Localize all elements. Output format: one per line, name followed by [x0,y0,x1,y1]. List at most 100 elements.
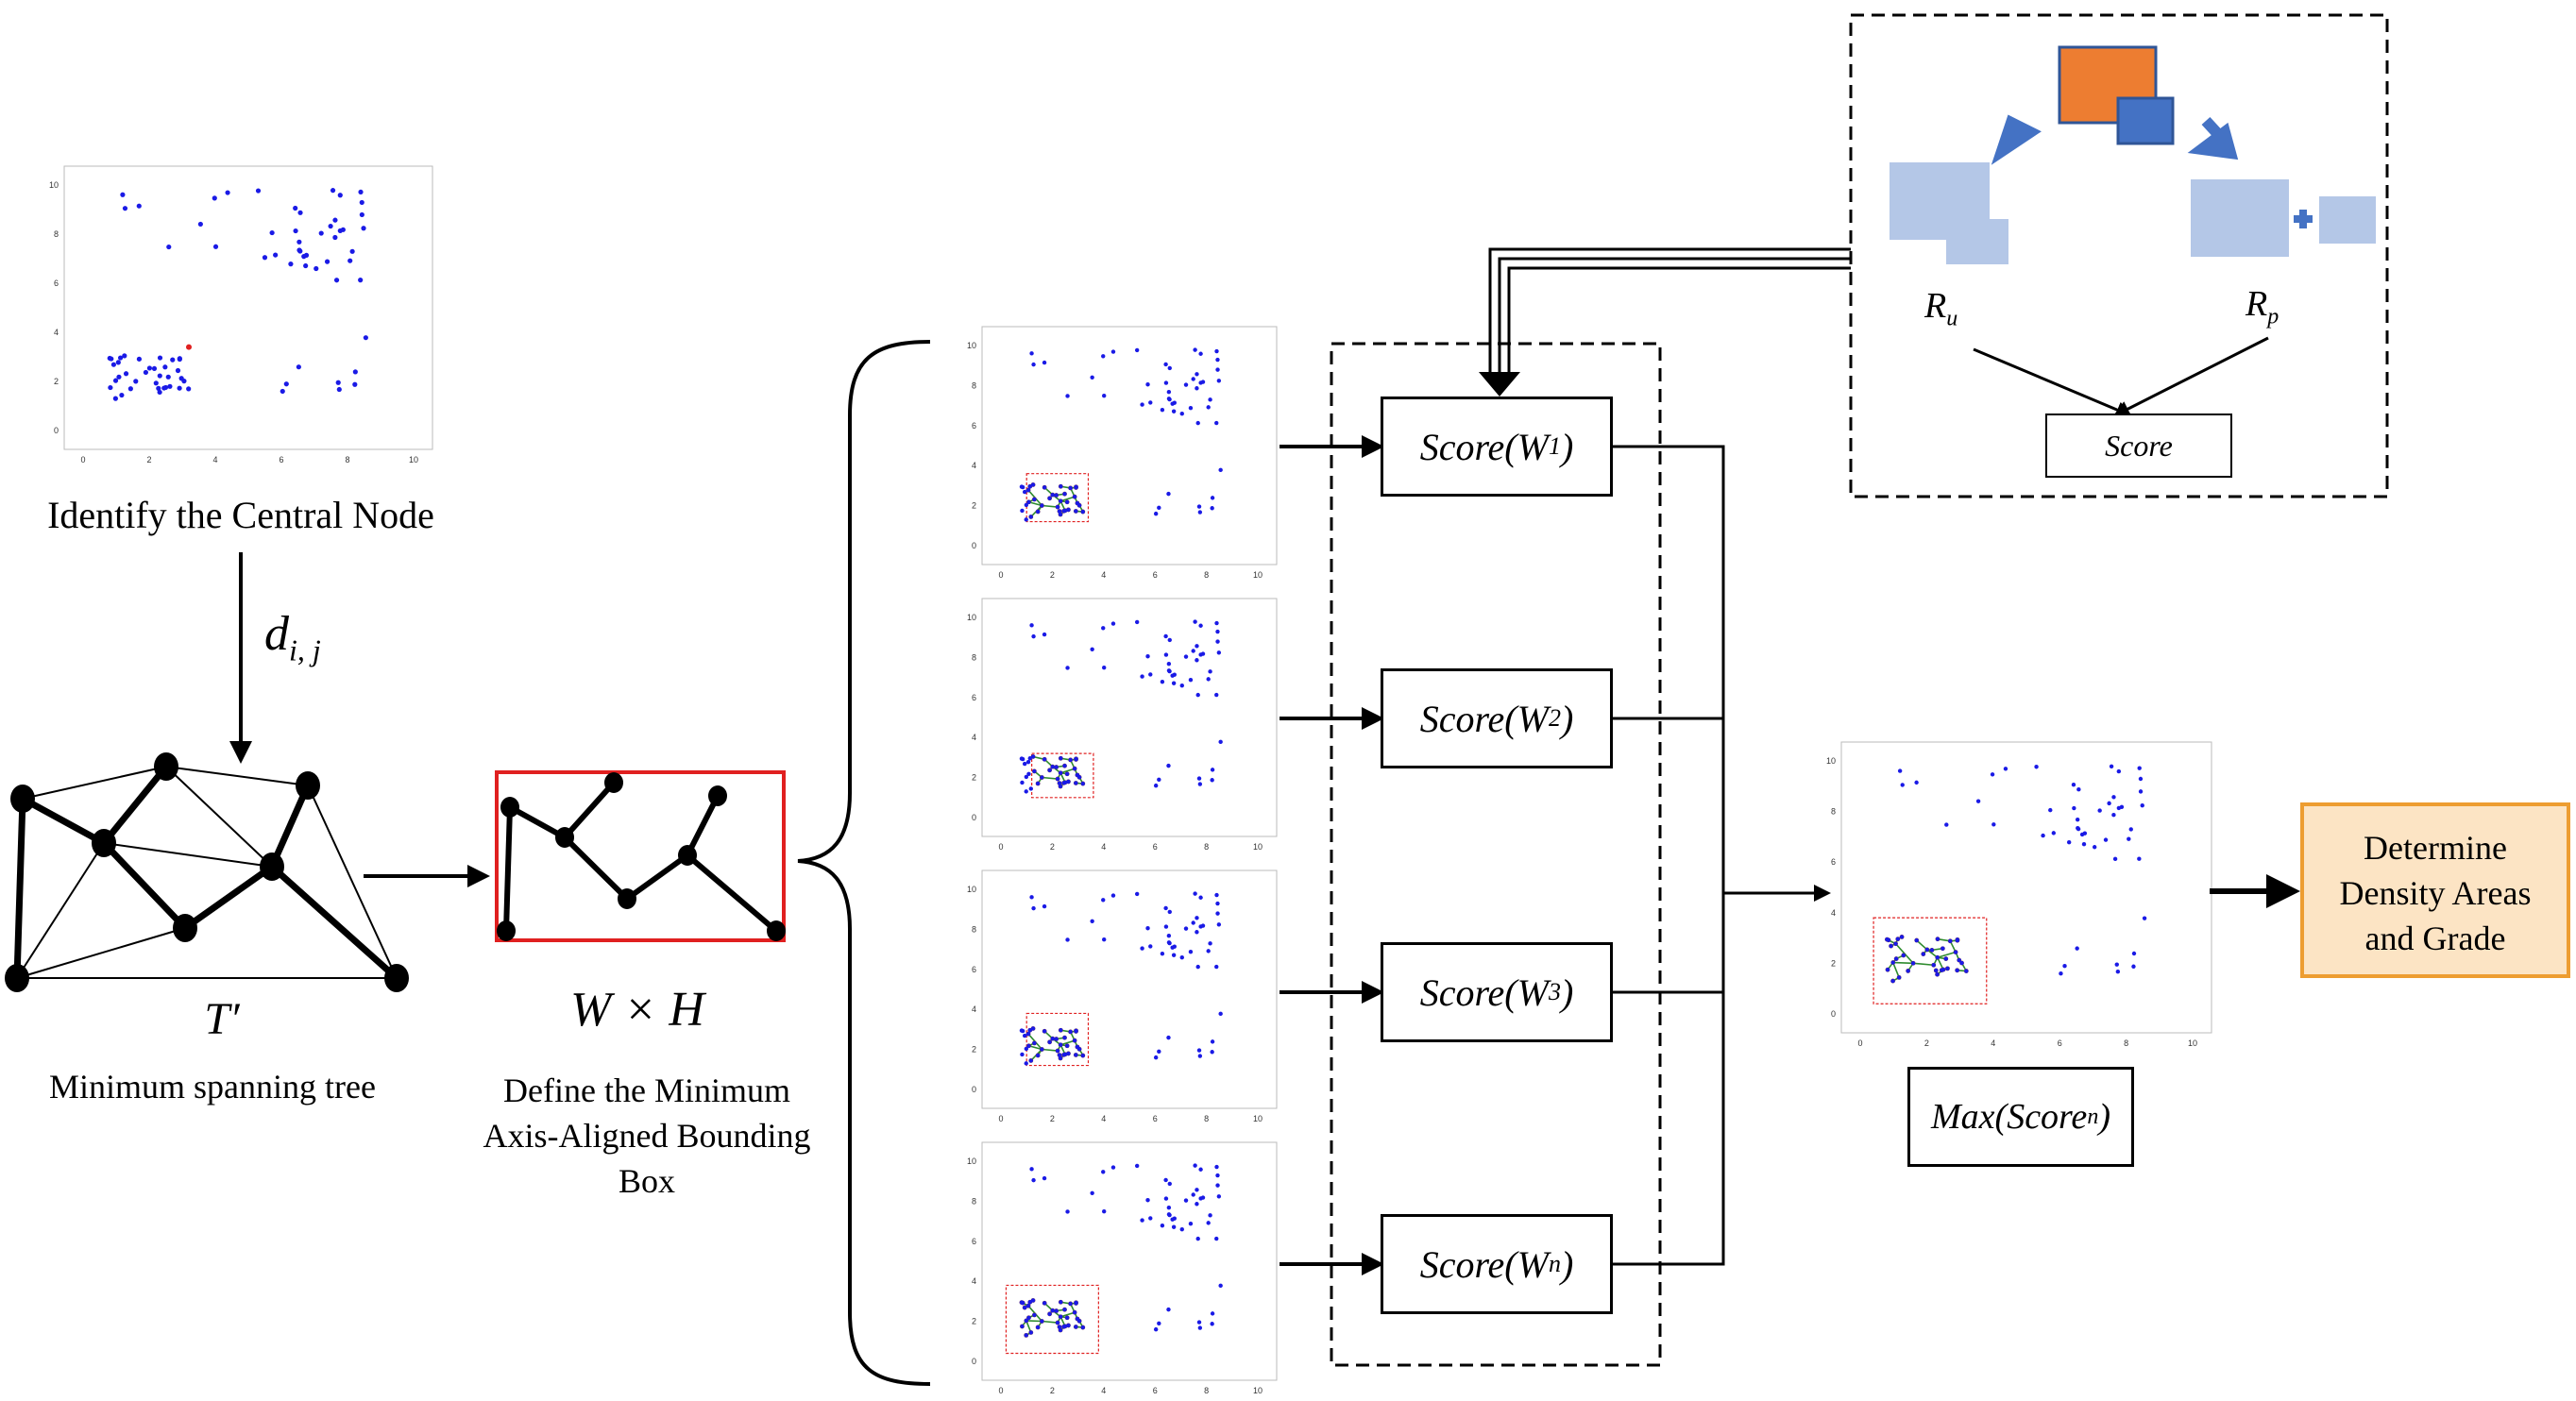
data-point [1210,1322,1214,1326]
data-point [1068,1301,1073,1307]
data-point [1214,1236,1219,1241]
data-point [1054,1037,1059,1041]
data-point [1160,1223,1165,1228]
x-tick-label: 6 [2058,1038,2062,1048]
y-tick-label: 4 [972,733,976,742]
data-point [1193,347,1197,352]
window-box [1025,473,1090,523]
data-point [273,252,279,258]
tree-node [497,920,516,941]
data-point [1057,509,1062,514]
tree-edge [1916,939,1928,951]
graph-edge [165,766,309,786]
data-point [358,278,364,283]
data-point [143,369,148,376]
data-point [1200,651,1206,656]
data-point [1955,968,1959,973]
data-point [1042,1301,1047,1306]
data-point [332,234,338,241]
plot-frame [981,869,1278,1109]
x-tick-label: 0 [998,1386,1003,1395]
y-tick-label: 10 [49,180,59,190]
data-point [1032,1040,1037,1046]
data-point [133,379,139,384]
data-point [1026,771,1031,776]
data-point [1068,485,1073,491]
data-point [1921,952,1925,956]
data-point [1216,922,1222,927]
data-point [1934,968,1939,973]
y-tick-label: 4 [1831,908,1836,918]
data-point [136,356,143,362]
data-point [1050,764,1055,769]
score-merge-lines [1613,445,1725,1266]
data-point [212,244,219,249]
plus-icon [2294,210,2313,228]
data-point [156,385,161,391]
data-point [1020,1324,1025,1329]
identify-central-node-label: Identify the Central Node [47,494,434,536]
y-tick-label: 0 [972,541,976,550]
data-point [2112,856,2118,862]
x-tick-label: 4 [1101,1386,1106,1395]
data-point [1140,946,1144,951]
graph-edge [165,766,273,868]
data-point [1061,1325,1066,1329]
data-point [340,227,346,232]
data-point [1040,775,1044,780]
data-point [1171,1224,1177,1229]
x-tick-label: 0 [998,842,1003,852]
data-point [165,374,171,380]
ru-to-score-line [1973,347,2133,418]
data-point [122,353,127,359]
y-tick-label: 6 [54,279,59,288]
data-point [1196,1320,1202,1325]
data-point [1040,1319,1044,1324]
data-point [1200,380,1206,384]
data-point [1062,763,1067,768]
data-point [359,211,364,218]
data-point [1050,492,1055,498]
tree-edge [1042,504,1059,508]
data-point [1914,937,1919,943]
data-point [1028,515,1033,519]
data-point [1214,620,1219,626]
data-point [1198,623,1203,628]
tree-edge [686,852,778,934]
data-point [1058,784,1063,789]
data-point [2075,817,2080,822]
tree-edge [1042,1048,1059,1052]
data-point [1066,779,1071,785]
data-point [1206,677,1211,682]
data-point [1179,1226,1184,1232]
data-point [1145,926,1150,931]
data-point [1102,937,1107,942]
data-point [1948,938,1953,944]
graph-edge [103,842,273,868]
data-point [1153,783,1159,788]
data-point [115,360,121,365]
tree-node [555,827,574,848]
data-point [1064,1315,1070,1320]
x-tick-label: 2 [1050,1386,1055,1395]
y-tick-label: 0 [972,813,976,822]
data-point [1959,960,1964,966]
data-point [151,365,158,372]
data-point [1074,484,1078,489]
data-point [120,192,126,197]
determine-line3: and Grade [2364,920,2506,957]
data-point [1197,1325,1203,1330]
data-point [1171,409,1177,414]
data-point [108,384,113,391]
tree-edge [1059,496,1076,502]
data-point [1020,1052,1025,1057]
data-point [1040,1047,1044,1052]
data-point [1042,632,1047,637]
data-point [255,188,262,194]
data-point [1193,891,1197,896]
x-tick-label: 8 [1204,1114,1209,1123]
data-point [1058,498,1063,503]
graph-node [92,829,116,857]
